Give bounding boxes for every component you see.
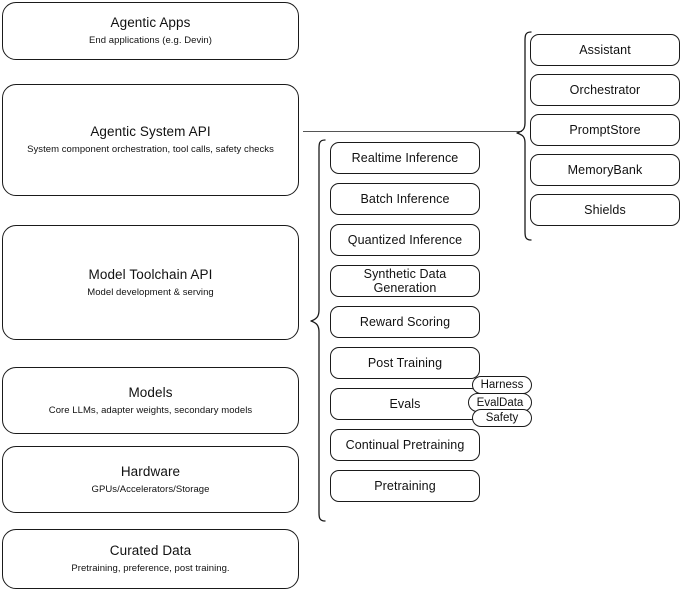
stack-layer-subtitle: Pretraining, preference, post training. — [71, 563, 230, 574]
stack-layer-subtitle: Core LLMs, adapter weights, secondary mo… — [48, 404, 253, 416]
system-chip-promptstore[interactable]: PromptStore — [530, 114, 680, 146]
stack-layer-title: Model Toolchain API — [88, 266, 213, 282]
stack-layer-subtitle: System component orchestration, tool cal… — [27, 144, 274, 155]
stack-layer-title: Curated Data — [109, 543, 192, 558]
stack-layer-title: Agentic Apps — [110, 15, 191, 30]
stack-layer-title: Agentic System API — [90, 124, 211, 139]
toolchain-chip-pretraining[interactable]: Pretraining — [330, 470, 480, 502]
toolchain-chip-quantized-inference[interactable]: Quantized Inference — [330, 224, 480, 256]
system-chip-assistant[interactable]: Assistant — [530, 34, 680, 66]
toolchain-chip-post-training[interactable]: Post Training — [330, 347, 480, 379]
system-chip-memorybank[interactable]: MemoryBank — [530, 154, 680, 186]
toolchain-chip-continual-pretraining[interactable]: Continual Pretraining — [330, 429, 480, 461]
stack-layer-subtitle: GPUs/Accelerators/Storage — [91, 483, 210, 495]
toolchain-group-brace — [310, 139, 326, 522]
stack-layer-subtitle: End applications (e.g. Devin) — [89, 35, 212, 46]
toolchain-chip-realtime-inference[interactable]: Realtime Inference — [330, 142, 480, 174]
stack-layer-subtitle: Model development & serving — [87, 286, 214, 298]
system-chip-orchestrator[interactable]: Orchestrator — [530, 74, 680, 106]
toolchain-chip-synthetic-data-generation[interactable]: Synthetic Data Generation — [330, 265, 480, 297]
toolchain-chip-reward-scoring[interactable]: Reward Scoring — [330, 306, 480, 338]
eval-pill-evaldata[interactable]: EvalData — [468, 393, 532, 412]
eval-pill-harness[interactable]: Harness — [472, 376, 532, 394]
toolchain-chip-batch-inference[interactable]: Batch Inference — [330, 183, 480, 215]
stack-layer-model-toolchain-api[interactable]: Model Toolchain API Model development & s… — [2, 225, 299, 340]
eval-pill-safety[interactable]: Safety — [472, 409, 532, 427]
system-chip-shields[interactable]: Shields — [530, 194, 680, 226]
stack-layer-agentic-system-api[interactable]: Agentic System API System component orche… — [2, 84, 299, 196]
connector-system-api-to-components — [303, 131, 522, 133]
toolchain-chip-evals[interactable]: Evals — [330, 388, 480, 420]
system-components-group-brace — [516, 31, 532, 241]
stack-layer-title: Hardware — [120, 463, 181, 479]
stack-layer-title: Models — [128, 384, 173, 400]
